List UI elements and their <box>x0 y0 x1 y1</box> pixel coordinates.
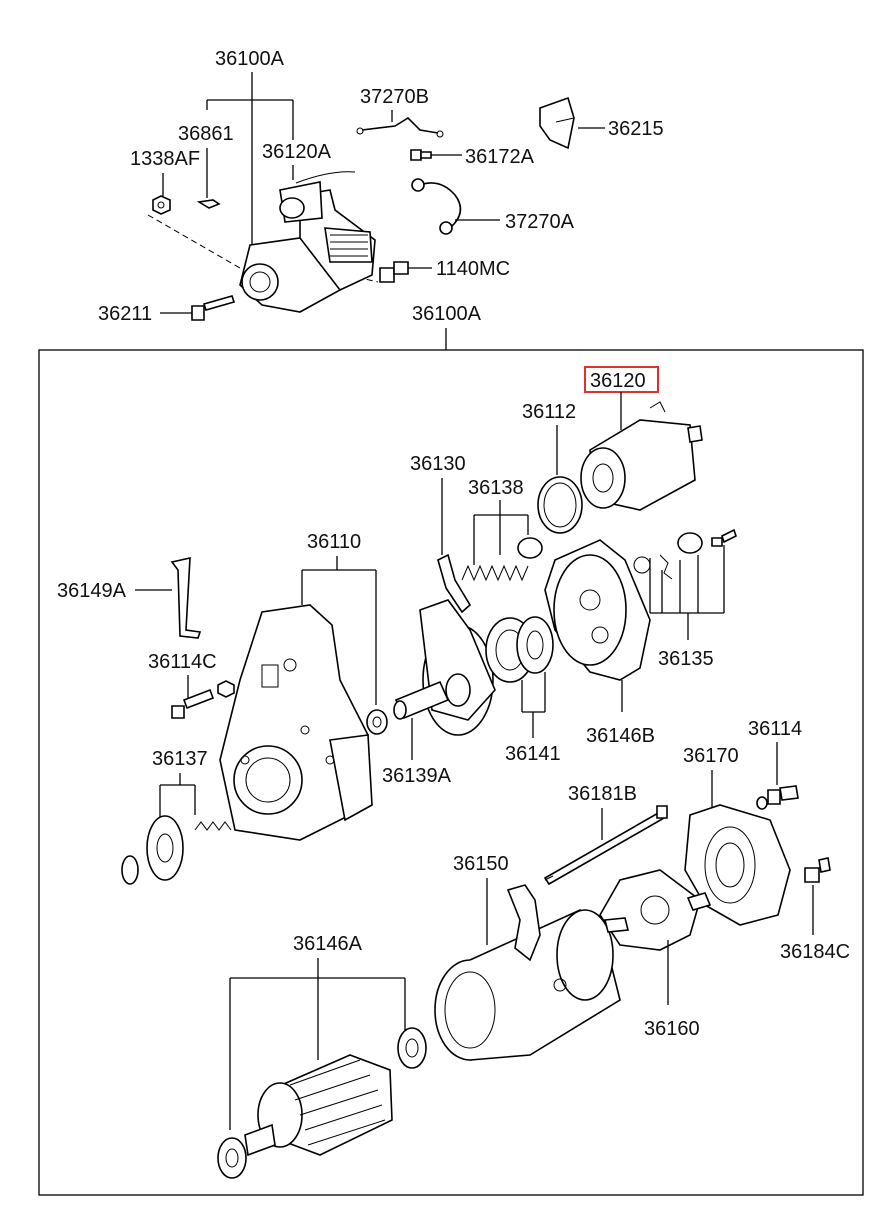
screw-36172A-part <box>410 149 422 161</box>
bolt-36114C-part <box>171 680 235 719</box>
shaft-36139A-part <box>393 680 450 720</box>
ring-36112-part <box>537 476 583 534</box>
spring-parts-36135-part <box>633 528 737 580</box>
label-37270B[interactable]: 37270B <box>360 86 429 108</box>
housing-36110-part <box>219 604 373 841</box>
cable-37270B-part <box>361 116 439 134</box>
bolt-36211-part <box>191 305 205 321</box>
drive-assembly-part <box>419 599 496 736</box>
label-36160[interactable]: 36160 <box>644 1018 700 1040</box>
pinion-36137-part <box>121 815 232 885</box>
starter-assembly-part <box>239 171 376 313</box>
label-36100A-box[interactable]: 36100A <box>412 303 482 325</box>
bolt-1140MC-part <box>379 267 395 283</box>
armature-36146A-part <box>217 1027 427 1179</box>
label-36170[interactable]: 36170 <box>683 745 739 767</box>
label-36141[interactable]: 36141 <box>505 743 561 765</box>
label-36215[interactable]: 36215 <box>608 118 664 140</box>
solenoid-36120-part <box>580 401 703 511</box>
label-36135[interactable]: 36135 <box>658 648 714 670</box>
gear-36141-part <box>485 616 554 683</box>
label-36110[interactable]: 36110 <box>307 531 361 553</box>
label-36861[interactable]: 36861 <box>178 123 234 145</box>
label-36114C[interactable]: 36114C <box>148 651 217 673</box>
nut-1338AF-part <box>152 195 171 215</box>
label-36100A-top[interactable]: 36100A <box>215 48 285 70</box>
washer-part <box>366 709 388 735</box>
label-36130[interactable]: 36130 <box>410 453 466 475</box>
yoke-36150-part <box>434 884 621 1061</box>
label-36112[interactable]: 36112 <box>522 401 576 423</box>
label-36211[interactable]: 36211 <box>98 303 152 325</box>
label-36181B[interactable]: 36181B <box>568 783 637 805</box>
label-36120A[interactable]: 36120A <box>262 141 332 163</box>
clip-36861-part <box>196 199 221 209</box>
label-1338AF[interactable]: 1338AF <box>130 148 200 170</box>
spring-36138-part <box>461 537 543 582</box>
label-36137[interactable]: 36137 <box>152 748 208 770</box>
label-36184C[interactable]: 36184C <box>780 941 850 963</box>
bolt-36114-part <box>756 785 799 810</box>
rear-cover-36170-part <box>684 804 791 926</box>
label-36146B[interactable]: 36146B <box>586 725 655 747</box>
bolt-36184C-part <box>804 857 831 883</box>
label-1140MC[interactable]: 1140MC <box>436 258 510 280</box>
label-36114[interactable]: 36114 <box>748 718 802 740</box>
main-assembly-frame <box>38 349 864 1196</box>
brush-holder-36160-part <box>599 869 712 951</box>
lever-36130-part <box>437 553 472 614</box>
cable-37270A-part <box>419 182 462 229</box>
cap-36215-part <box>539 96 575 150</box>
through-bolt-36181B-part <box>543 805 668 886</box>
label-36172A[interactable]: 36172A <box>465 146 535 168</box>
label-36138[interactable]: 36138 <box>468 477 524 499</box>
label-36146A[interactable]: 36146A <box>293 933 363 955</box>
label-36120[interactable]: 36120 <box>590 370 646 392</box>
end-frame-36146B-part <box>544 539 651 681</box>
top-assembly: 36100A 36861 36120A 1338AF 37270B <box>98 48 664 325</box>
bracket-36149A-part <box>170 556 202 639</box>
label-36149A[interactable]: 36149A <box>57 580 127 602</box>
label-36139A[interactable]: 36139A <box>382 765 452 787</box>
label-36150[interactable]: 36150 <box>453 853 509 875</box>
label-37270A[interactable]: 37270A <box>505 211 575 233</box>
